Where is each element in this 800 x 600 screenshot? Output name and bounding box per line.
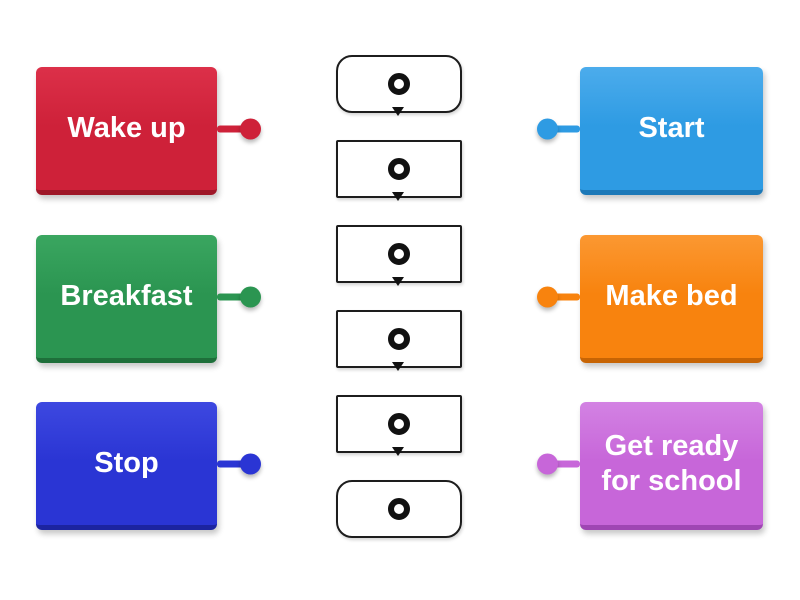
flow-node-2[interactable] — [336, 140, 462, 198]
label-card-make-bed[interactable]: Make bed — [537, 235, 763, 363]
label-card-text: Start — [638, 112, 705, 145]
label-card-stop[interactable]: Stop — [36, 402, 261, 530]
arrow-down-icon — [392, 192, 406, 223]
connector-line — [547, 125, 580, 132]
drop-target-circle-icon — [388, 328, 410, 350]
label-card-text: Wake up — [67, 112, 186, 145]
connector-dot — [537, 286, 558, 307]
flow-node-4[interactable] — [336, 310, 462, 368]
connector-dot — [537, 453, 558, 474]
drop-target-circle-icon — [388, 73, 410, 95]
arrow-down-icon — [392, 107, 406, 138]
drop-target-circle-icon — [388, 158, 410, 180]
drop-target-circle-icon — [388, 498, 410, 520]
drop-target-circle-icon — [388, 413, 410, 435]
label-card-text: Make bed — [605, 280, 738, 313]
connector-line — [547, 293, 580, 300]
flow-node-6[interactable] — [336, 480, 462, 538]
arrow-down-icon — [392, 277, 406, 308]
connector-line — [217, 460, 251, 467]
connector-line — [217, 293, 251, 300]
label-card-breakfast[interactable]: Breakfast — [36, 235, 261, 363]
label-card-start[interactable]: Start — [537, 67, 763, 195]
connector-line — [217, 125, 251, 132]
drop-target-circle-icon — [388, 243, 410, 265]
flow-node-3[interactable] — [336, 225, 462, 283]
arrow-down-icon — [392, 362, 406, 393]
label-card-text: Stop — [94, 447, 159, 480]
connector-dot — [537, 118, 558, 139]
flow-node-1[interactable] — [336, 55, 462, 113]
flow-node-5[interactable] — [336, 395, 462, 453]
arrow-down-icon — [392, 447, 406, 478]
label-card-wake-up[interactable]: Wake up — [36, 67, 261, 195]
connector-dot — [240, 453, 261, 474]
label-card-get-ready-for-school[interactable]: Get ready for school — [537, 402, 763, 530]
label-card-text: Get ready for school — [601, 429, 742, 497]
connector-dot — [240, 118, 261, 139]
connector-dot — [240, 286, 261, 307]
connector-line — [547, 460, 580, 467]
label-card-text: Breakfast — [60, 280, 193, 313]
